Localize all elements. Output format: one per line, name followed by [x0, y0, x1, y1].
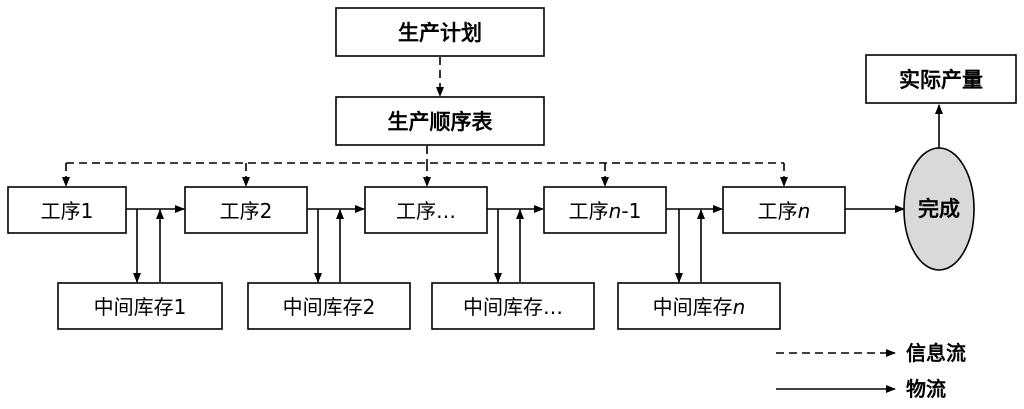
- legend-info-label: 信息流: [906, 341, 966, 365]
- inventory-3: 中间库存…: [431, 282, 595, 330]
- plan-label: 生产计划: [398, 21, 482, 45]
- process-1: 工序1: [7, 186, 127, 234]
- inventory-label: 中间库存2: [283, 295, 376, 319]
- process-4: 工序n-1: [543, 186, 667, 234]
- inventory-label: 中间库存…: [463, 295, 563, 319]
- legend-material-label: 物流: [906, 377, 946, 401]
- schedule-label: 生产顺序表: [388, 110, 494, 134]
- actual-output-label: 实际产量: [899, 68, 983, 92]
- inventory-1: 中间库存1: [57, 282, 223, 330]
- process-label: 工序n: [758, 199, 811, 223]
- process-5: 工序n: [722, 186, 846, 234]
- schedule-node: 生产顺序表: [335, 96, 545, 146]
- actual-output-node: 实际产量: [865, 54, 1017, 104]
- complete-label: 完成: [918, 197, 960, 221]
- inventory-2: 中间库存2: [247, 282, 411, 330]
- inventory-label: 中间库存1: [94, 295, 187, 319]
- process-label: 工序2: [220, 199, 273, 223]
- process-2: 工序2: [184, 186, 308, 234]
- complete-node: 完成: [903, 147, 975, 271]
- process-label: 工序…: [396, 199, 456, 223]
- plan-node: 生产计划: [335, 7, 545, 57]
- legend: 信息流 物流: [776, 341, 966, 401]
- process-label: 工序n-1: [569, 199, 642, 223]
- process-label: 工序1: [41, 199, 94, 223]
- inventory-label: 中间库存n: [653, 295, 746, 319]
- inventory-4: 中间库存n: [617, 282, 781, 330]
- process-3: 工序…: [364, 186, 488, 234]
